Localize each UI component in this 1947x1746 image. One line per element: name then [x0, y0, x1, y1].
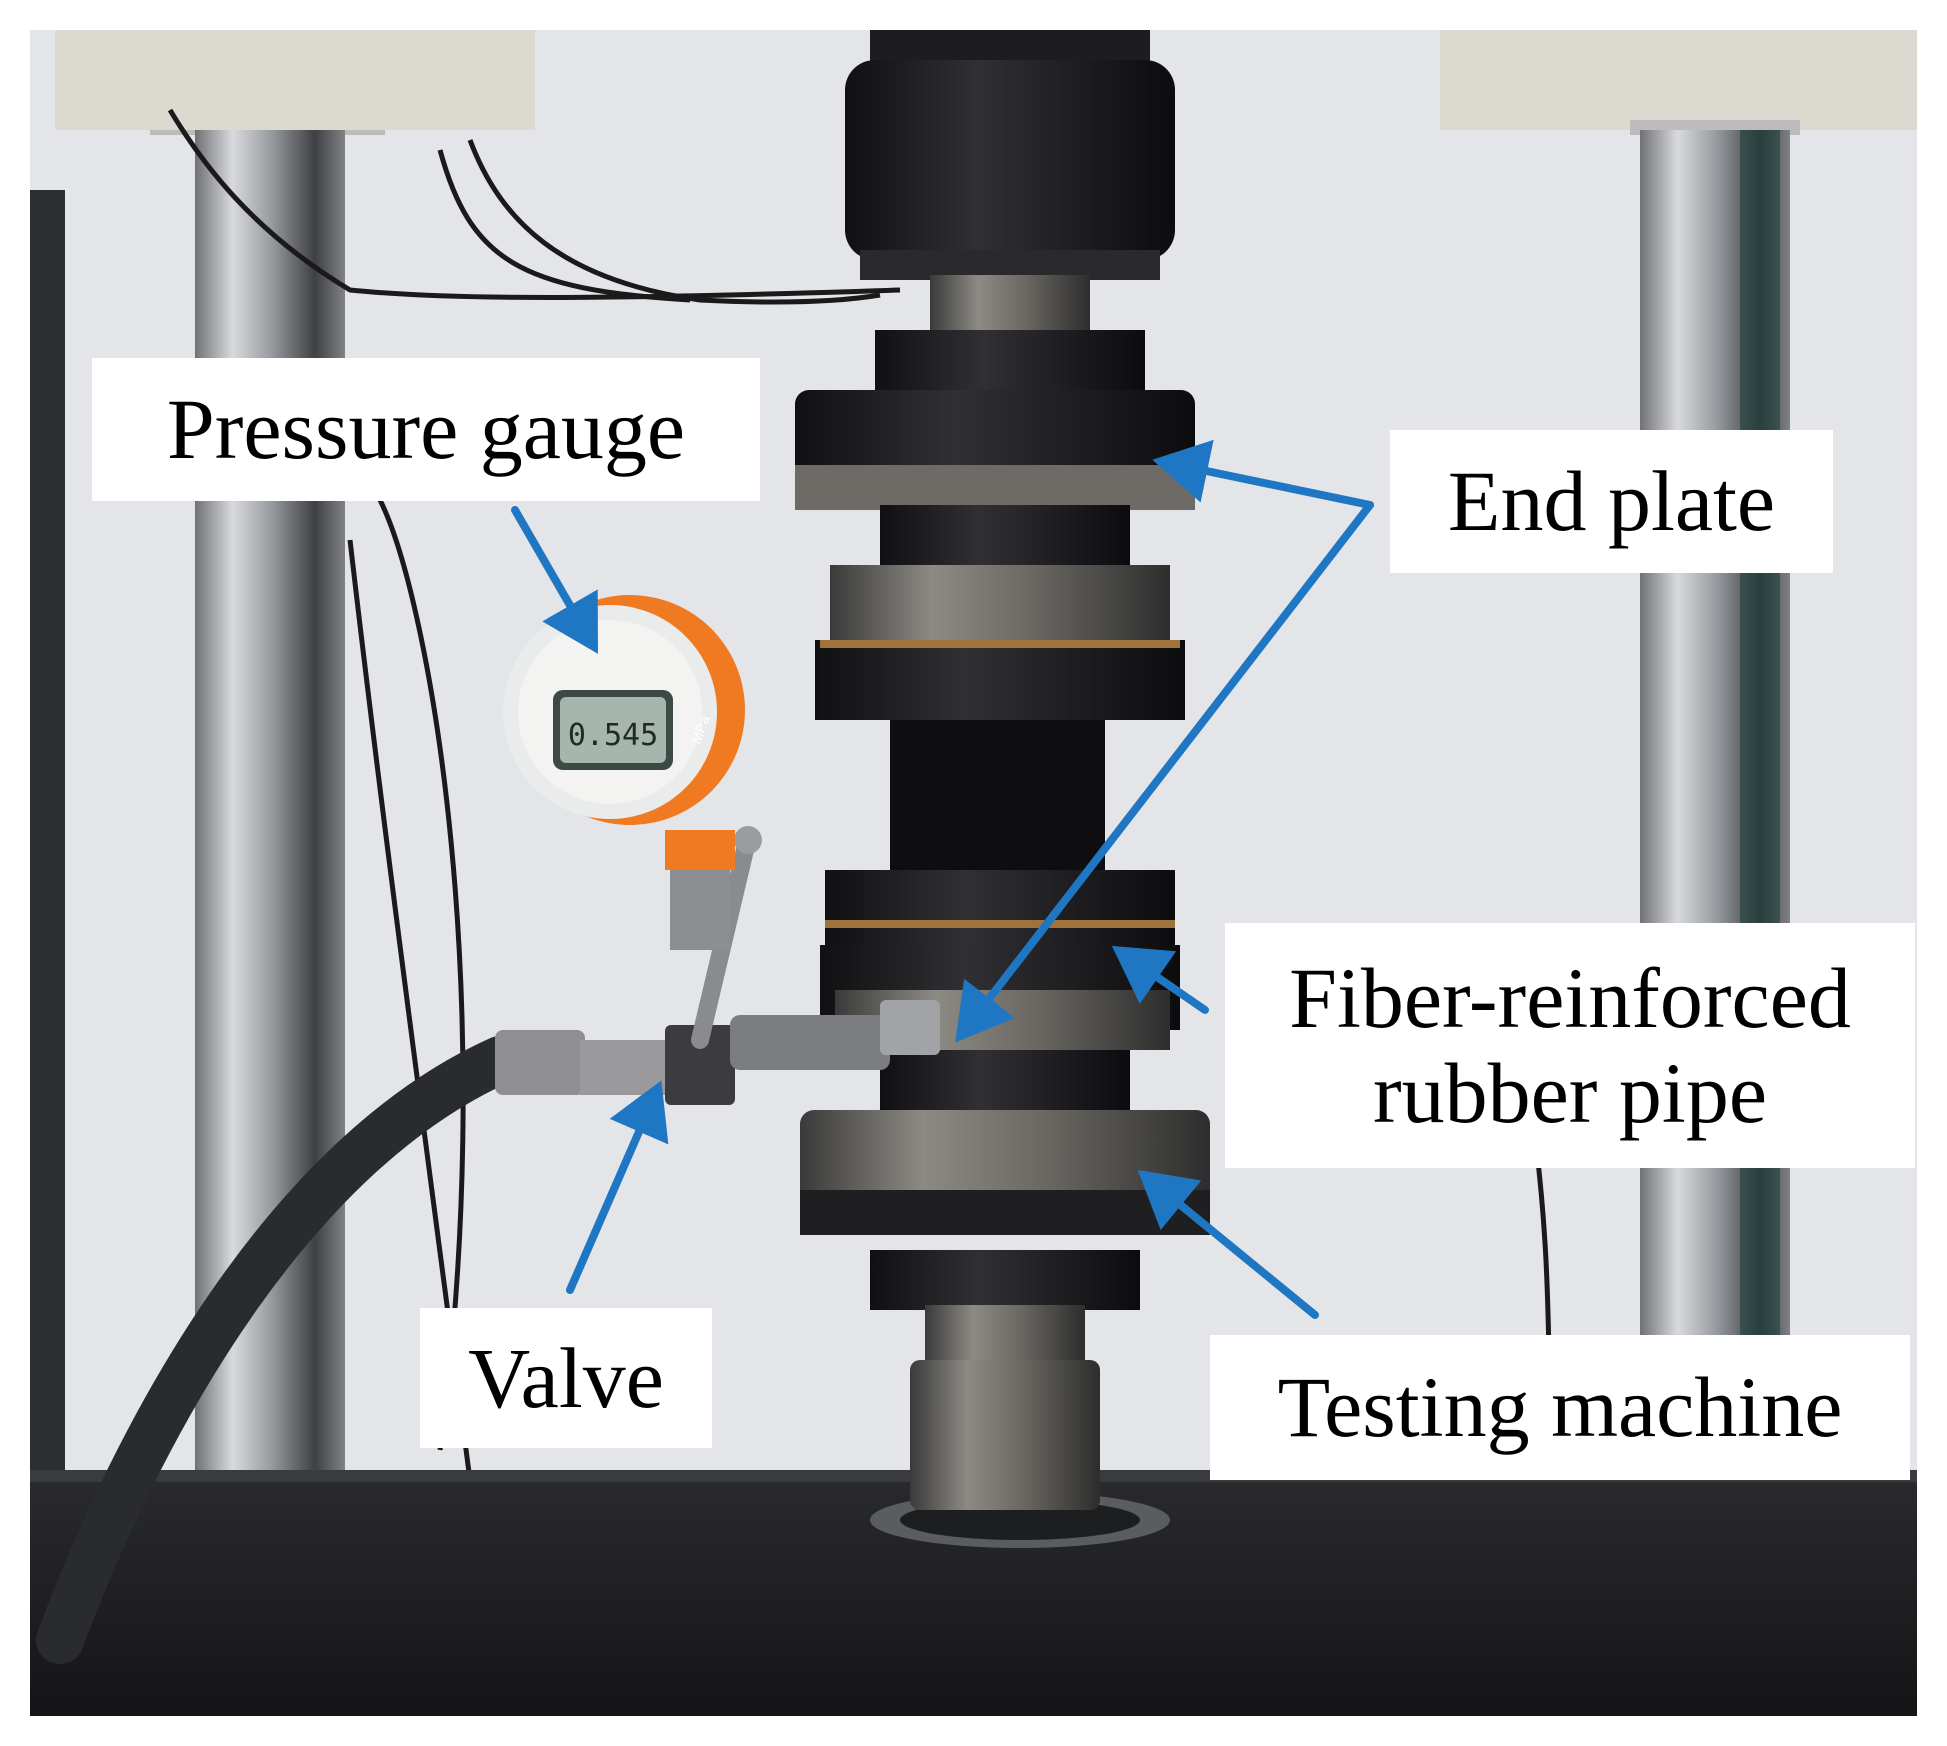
pressure-gauge-device: 0.545 MPa: [503, 595, 745, 950]
label-fiber-reinforced-rubber-pipe: Fiber-reinforced rubber pipe: [1225, 923, 1915, 1168]
label-testing-machine: Testing machine: [1210, 1335, 1910, 1480]
label-pressure-gauge: Pressure gauge: [92, 358, 760, 501]
label-valve-text: Valve: [468, 1329, 664, 1426]
label-end-plate-text: End plate: [1447, 453, 1776, 550]
annotation-arrows: [511, 439, 1374, 1319]
hose-and-valve: [36, 826, 940, 1664]
label-fiber-line1: Fiber-reinforced: [1289, 949, 1851, 1046]
label-valve: Valve: [420, 1308, 712, 1448]
label-fiber-line2: rubber pipe: [1372, 1044, 1767, 1141]
arrow-end-plate-bottom: [955, 501, 1374, 1043]
arrow-pressure-gauge: [511, 506, 598, 654]
arrow-end-plate-top: [1152, 439, 1374, 509]
arrow-fiber-pipe: [1111, 945, 1209, 1014]
arrow-valve: [566, 1080, 669, 1294]
load-cell-top: [845, 30, 1175, 335]
label-testing-machine-text: Testing machine: [1277, 1359, 1843, 1456]
arrow-testing-machine: [1137, 1169, 1319, 1319]
label-pressure-gauge-text: Pressure gauge: [166, 381, 686, 478]
machine-frame-right: [1440, 30, 1920, 1540]
gauge-display: 0.545: [568, 718, 658, 753]
label-end-plate: End plate: [1390, 430, 1833, 573]
